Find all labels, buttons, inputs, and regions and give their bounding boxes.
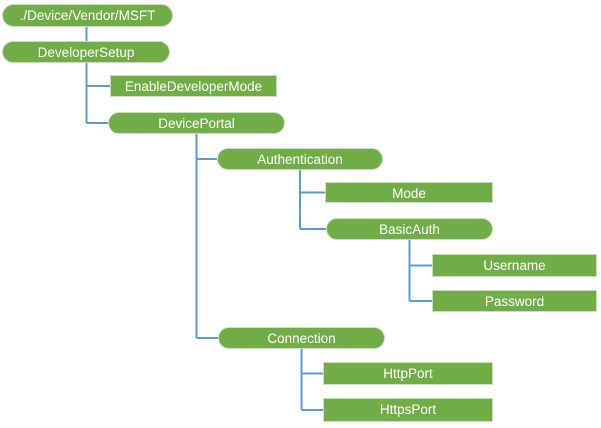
tree-node-root: ./Device/Vendor/MSFT [2, 4, 173, 27]
tree-node-connection: Connection [218, 327, 385, 349]
tree-node-httpport: HttpPort [323, 362, 493, 385]
connector-basicauth-children [408, 240, 432, 302]
tree-node-mode: Mode [325, 182, 493, 203]
tree-node-username: Username [432, 254, 597, 277]
tree-node-deviceportal: DevicePortal [108, 112, 285, 134]
connector-deviceportal-children [195, 134, 218, 339]
tree-node-httpsport: HttpsPort [323, 398, 493, 422]
tree-node-password: Password [432, 290, 597, 312]
tree-node-enabledevelopermode: EnableDeveloperMode [110, 75, 277, 97]
connector-developersetup-children [85, 63, 110, 124]
tree-node-developersetup: DeveloperSetup [2, 41, 170, 63]
connector-connection-children [300, 349, 323, 411]
tree-node-authentication: Authentication [217, 148, 383, 170]
tree-node-basicauth: BasicAuth [326, 218, 493, 240]
connector-authentication-children [299, 170, 326, 230]
